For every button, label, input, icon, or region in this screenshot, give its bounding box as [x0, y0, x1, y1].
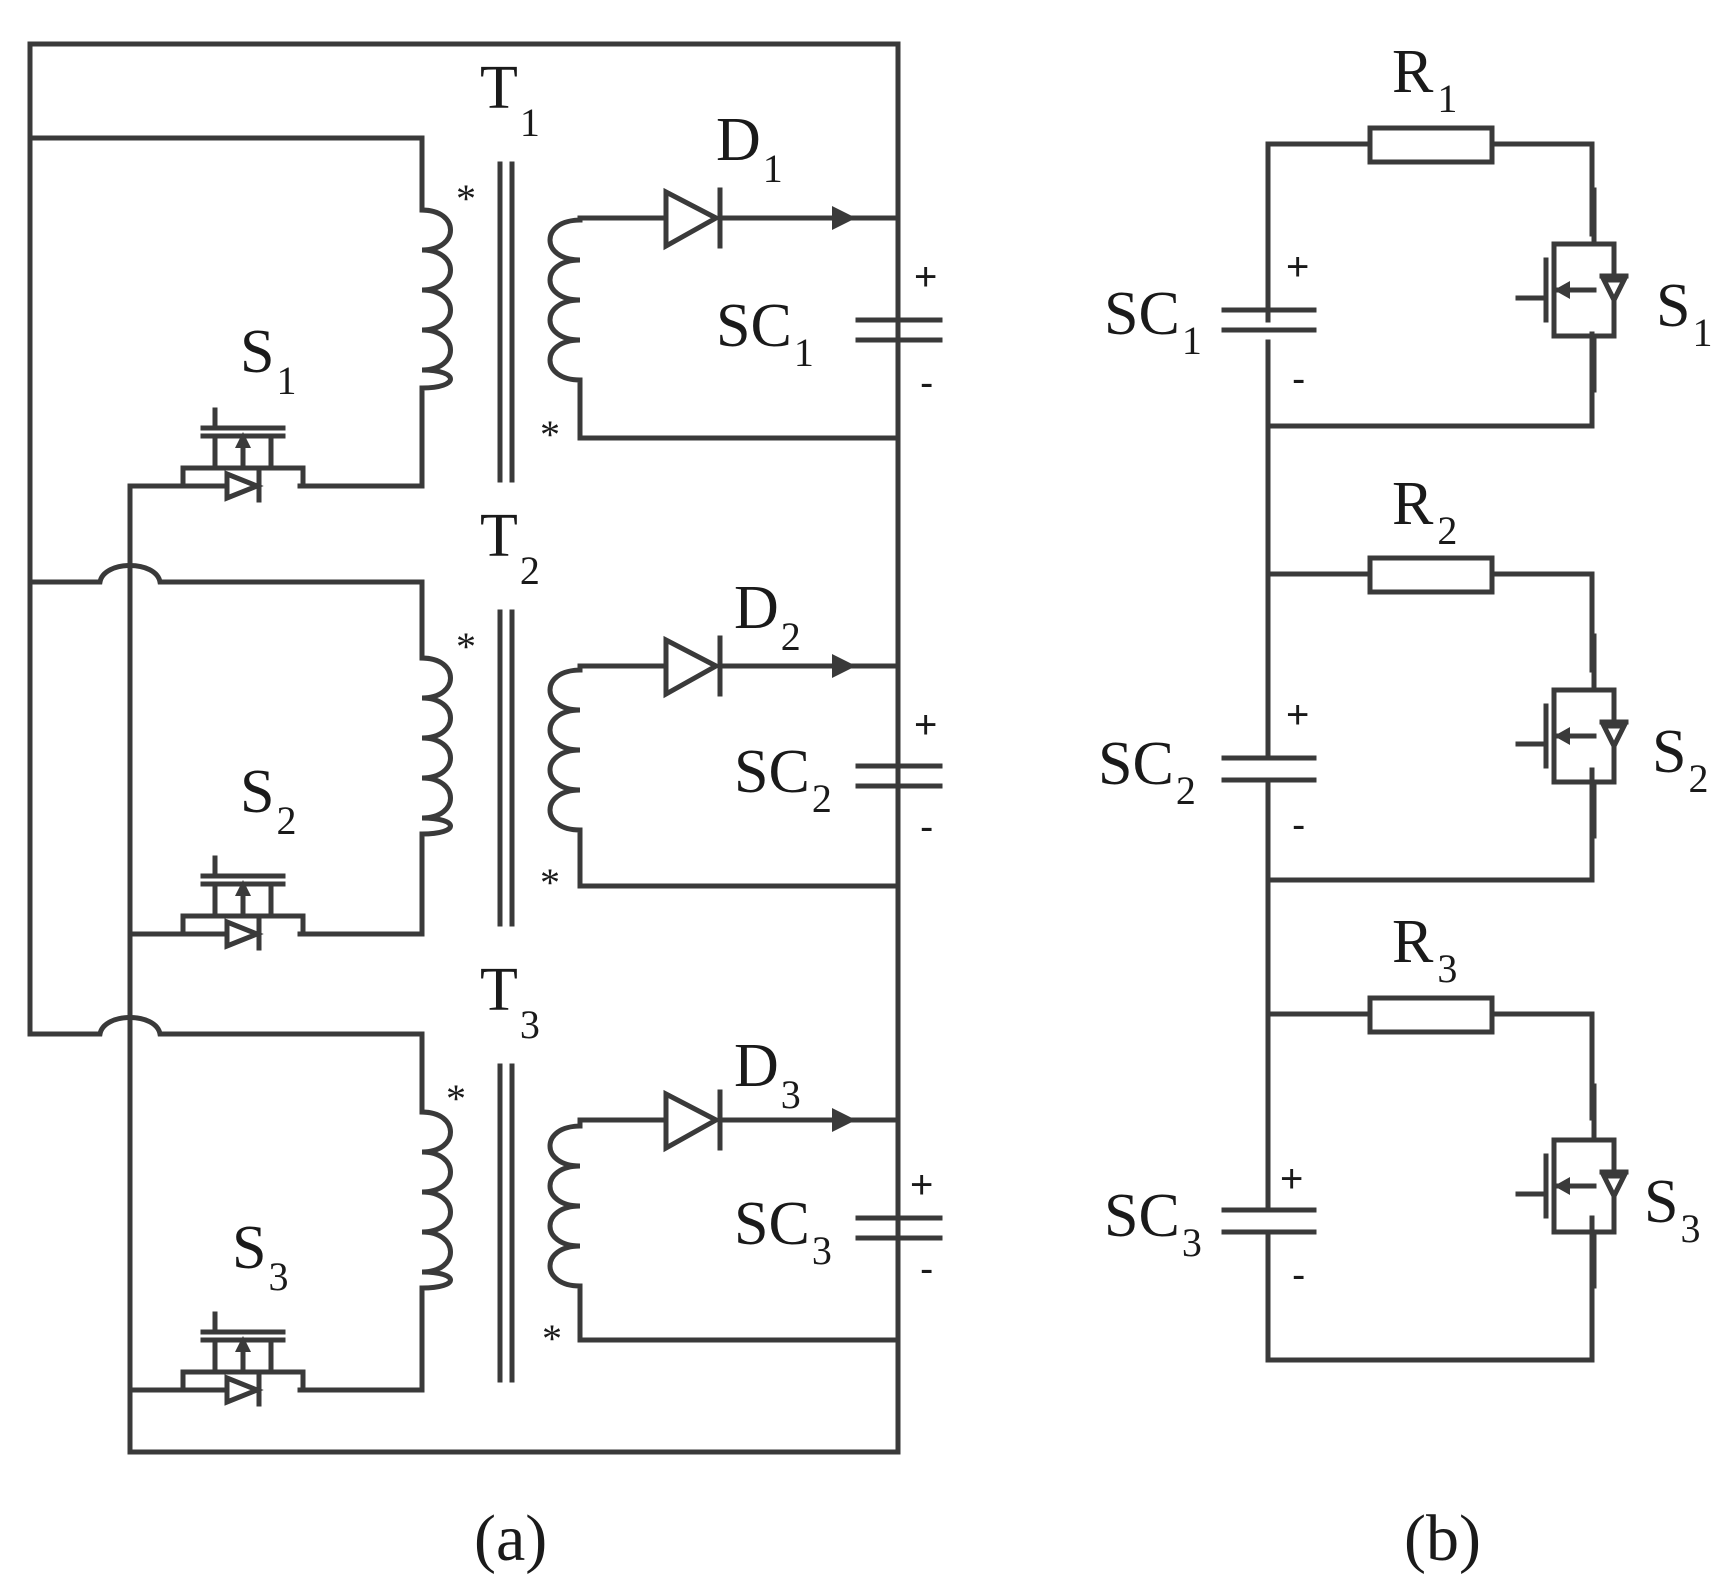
s1-label-a: S1 — [240, 318, 296, 403]
s1-label-b: S1 — [1656, 272, 1712, 355]
stage-3 — [27, 1015, 943, 1405]
d2-label: D2 — [734, 574, 801, 659]
sc1-plus-b: + — [1286, 245, 1309, 289]
panel-a: T1 T2 T3 D1 D2 D3 S1 S2 S3 SC1 SC2 SC3 +… — [27, 41, 943, 1575]
sc2-label-b: SC2 — [1098, 730, 1196, 813]
t2-label: T2 — [480, 502, 540, 593]
sc2-plus-b: + — [1286, 693, 1309, 737]
t1-secondary-dot: * — [540, 412, 560, 457]
s2-label-a: S2 — [240, 758, 296, 843]
s2-label-b: S2 — [1652, 718, 1708, 801]
stage-2 — [27, 563, 943, 949]
cell-1 — [1221, 125, 1626, 429]
cell-2 — [1221, 555, 1626, 883]
sc1-label-a: SC1 — [716, 292, 814, 375]
sc3-label-a: SC3 — [734, 1190, 832, 1273]
sc2-plus-a: + — [914, 703, 937, 747]
sc1-label-b: SC1 — [1104, 280, 1202, 363]
s3-label-a: S3 — [232, 1214, 288, 1299]
sc3-plus-b: + — [1280, 1157, 1303, 1201]
t1-label: T1 — [480, 54, 540, 145]
sc2-label-a: SC2 — [734, 738, 832, 821]
d1-label: D1 — [716, 106, 783, 191]
t3-secondary-dot: * — [542, 1316, 562, 1361]
caption-b: (b) — [1404, 1502, 1481, 1575]
t2-secondary-dot: * — [540, 860, 560, 905]
caption-a: (a) — [474, 1502, 547, 1575]
sc2-minus-b: - — [1292, 803, 1305, 847]
t3-primary-dot: * — [446, 1076, 466, 1121]
sc1-minus-b: - — [1292, 357, 1305, 401]
sc3-minus-a: - — [920, 1247, 933, 1291]
t3-label: T3 — [480, 956, 540, 1047]
cell-3 — [1221, 995, 1626, 1363]
sc3-label-b: SC3 — [1104, 1182, 1202, 1265]
sc1-plus-a: + — [914, 255, 937, 299]
sc3-minus-b: - — [1292, 1253, 1305, 1297]
sc1-minus-a: - — [920, 361, 933, 405]
s3-label-b: S3 — [1644, 1168, 1700, 1251]
t2-primary-dot: * — [456, 624, 476, 669]
sc2-minus-a: - — [920, 805, 933, 849]
sc3-plus-a: + — [910, 1163, 933, 1207]
t1-primary-dot: * — [456, 176, 476, 221]
d3-label: D3 — [734, 1032, 801, 1117]
stage-1 — [27, 135, 943, 500]
